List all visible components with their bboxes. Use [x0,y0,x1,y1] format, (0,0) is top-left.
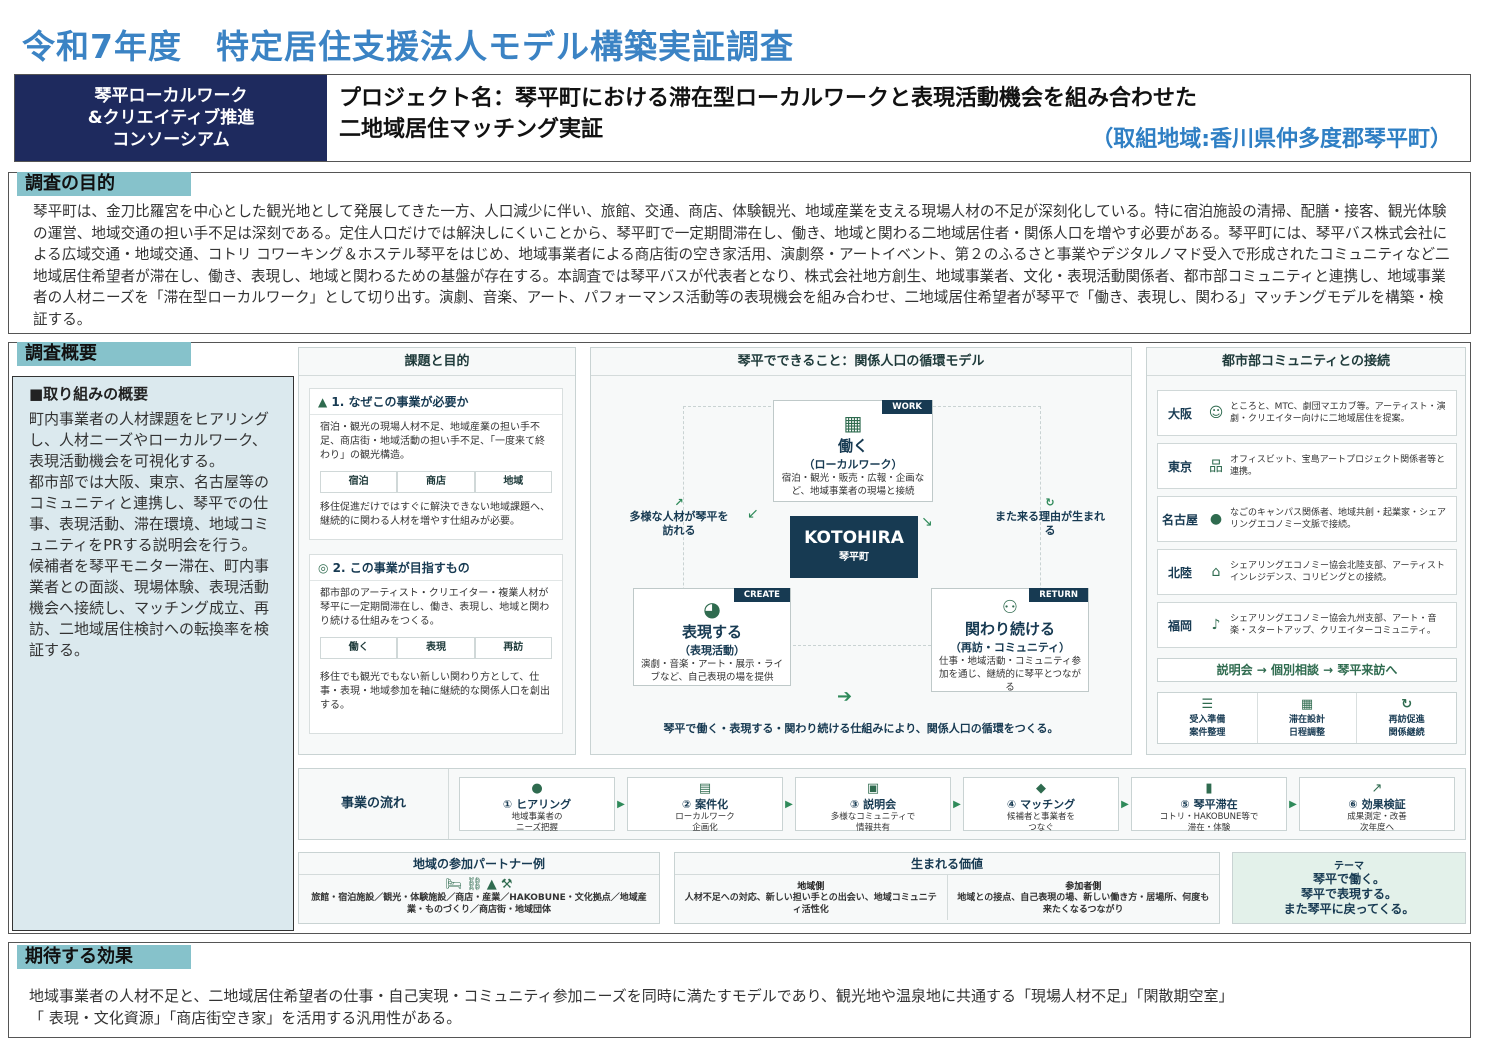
city-osaka: 大阪☺ところと、MTC、劇団マエカブ等。アーティスト・演劇・クリエイター向けに二… [1157,390,1457,436]
effects-text: 地域事業者の人材不足と、二地域居住希望者の仕事・自己実現・コミュニティ参加ニーズ… [29,987,1234,1027]
cities-card: 都市部コミュニティとの接続 大阪☺ところと、MTC、劇団マエカブ等。アーティスト… [1146,347,1466,755]
arrow-up-icon: ↗ [674,496,684,509]
effects-tag: 期待する効果 [17,945,191,969]
purpose-tag: 調査の目的 [17,172,191,196]
project-header: 琴平ローカルワーク &クリエイティブ推進 コンソーシアム プロジェクト名：琴平町… [14,74,1471,162]
project-area: （取組地域:香川県仲多度郡琴平町） [1091,127,1452,152]
cycle-card: 琴平でできること：関係人口の循環モデル WORK ▦ 働く （ローカルワーク） … [590,347,1132,755]
issues-title: 課題と目的 [299,348,575,376]
calendar-icon: ▦ [1300,697,1314,712]
work-node: WORK ▦ 働く （ローカルワーク） 宿泊・観光・販売・広報・企画など、地域事… [773,400,933,502]
arrow-down-right-icon: ↘ [921,514,933,530]
chip-region: 地域 [474,471,552,493]
network-icon: 品 [1209,459,1223,475]
chip-work: 働く [320,637,398,659]
q1-foot: 移住促進だけではすぐに解決できない地域課題へ、継続的に関わる人材を増やす仕組みが… [320,502,550,527]
kotohira-logo: KOTOHIRA 琴平町 [790,516,918,578]
chip-express: 表現 [397,637,475,659]
flow-step-2: ▤② 案件化ローカルワーク 企画化 [627,777,783,833]
mask-icon: ☺ [1208,405,1224,421]
value-participant: 参加者側地域との接点、自己表現の場、新しい働き方・居場所、何度も来たくなるつなが… [957,882,1210,915]
city-flow: 説明会 → 個別相談 → 琴平来訪へ [1157,658,1457,682]
right-note: ↻また来る理由が生まれる [995,496,1105,537]
q1-chips: 宿泊 商店 地域 [320,471,552,493]
summary-heading: ■取り組みの概要 [29,385,149,403]
people-icon: ⚇ [1001,597,1019,618]
flow-steps: ●① ヒアリング地域事業者の ニーズ把握 ▶ ▤② 案件化ローカルワーク 企画化… [459,777,1459,833]
chip-revisit: 再訪 [474,637,552,659]
q2-chips: 働く 表現 再訪 [320,637,552,659]
briefcase-icon: ▦ [843,411,863,435]
effects-section: 期待する効果 地域事業者の人材不足と、二地域居住希望者の仕事・自己実現・コミュニ… [8,942,1471,1038]
house-icon: ⌂ [1211,564,1221,580]
flow-step-1: ●① ヒアリング地域事業者の ニーズ把握 [459,777,615,833]
flow-step-3: ▣③ 説明会多様なコミュニティで 情報共有 [795,777,951,833]
partners-text: 旅館・宿泊施設／観光・体験施設／商店・産業／HAKOBUNE・文化拠点／地域産業… [311,893,647,915]
project-name: プロジェクト名：琴平町における滞在型ローカルワークと表現活動機会を組み合わせた … [339,86,1198,142]
cities-title: 都市部コミュニティとの接続 [1147,348,1465,376]
chip-lodging: 宿泊 [320,471,398,493]
chat-icon: ● [531,781,543,796]
value-title: 生まれる価値 [675,853,1219,875]
issue-q1: ▲ 1. なぜこの事業が必要か 宿泊・観光の現場人材不足、地域産業の担い手不足、… [309,388,563,540]
flow-step-5: ▮⑤ 琴平滞在コトリ・HAKOBUNE等で 滞在・体験 [1131,777,1287,833]
document-icon: ▤ [698,781,712,796]
partners-card: 地域の参加パートナー例 🛏 ⛓ ▲ ⚒ 旅館・宿泊施設／観光・体験施設／商店・産… [298,852,660,924]
return-node: RETURN ⚇ 関わり続ける （再訪・コミュニティ） 仕事・地域活動・コミュニ… [931,588,1089,693]
partners-title: 地域の参加パートナー例 [299,853,659,875]
overview-tag: 調査概要 [17,342,191,366]
warning-icon: ▲ [318,395,332,409]
create-node: CREATE ◕ 表現する （表現活動） 演劇・音楽・アート・展示・ライブなど、… [633,588,791,686]
city-list: 大阪☺ところと、MTC、劇団マエカブ等。アーティスト・演劇・クリエイター向けに二… [1157,390,1457,648]
checklist-icon: ☰ [1201,697,1214,712]
q2-foot: 移住でも観光でもない新しい関わり方として、仕事・表現・地域参加を軸に継続的な関係… [320,672,550,711]
q1-text: 宿泊・観光の現場人材不足、地域産業の担い手不足、商店街・地域活動の担い手不足、「… [320,422,545,461]
presentation-icon: ▣ [866,781,880,796]
arrow-right-icon: ➔ [837,686,853,707]
theme-card: テーマ 琴平で働く。 琴平で表現する。 また琴平に戻ってくる。 [1232,852,1466,924]
purpose-section: 調査の目的 琴平町は、金刀比羅宮を中心とした観光地として発展してきた一方、人口減… [8,172,1471,334]
music-icon: ♪ [1211,617,1221,633]
cycle-icon: ↻ [1401,697,1413,712]
refresh-icon: ↻ [1045,496,1055,509]
left-note: ↗多様な人材が琴平を訪れる [629,496,729,537]
value-card: 生まれる価値 地域側人材不足への対応、新しい担い手との出会い、地域コミュニティ活… [674,852,1220,924]
bulb-icon: ● [1209,511,1223,527]
palette-icon: ◕ [703,597,721,621]
arrow-down-left-icon: ↙ [747,506,759,522]
cycle-title: 琴平でできること：関係人口の循環モデル [591,348,1131,376]
chart-icon: ↗ [1371,781,1383,796]
value-local: 地域側人材不足への対応、新しい担い手との出会い、地域コミュニティ活性化 [675,875,948,920]
summary-body: 町内事業者の人材課題をヒアリングし、人材ニーズやローカルワーク、表現活動機会を可… [29,410,270,659]
city-nagoya: 名古屋●なごのキャンパス関係者、地域共創・起業家・シェアリングエコノミー文脈で接… [1157,496,1457,542]
issue-q2: ◎ 2. この事業が目指すもの 都市部のアーティスト・クリエイター・複業人材が琴… [309,554,563,734]
cycle-bottom: 琴平で働く・表現する・関わり続ける仕組みにより、関係人口の循環をつくる。 [663,722,1059,735]
q2-text: 都市部のアーティスト・クリエイター・複業人材が琴平に一定期間滞在し、働き、表現し… [320,588,550,627]
purpose-text: 琴平町は、金刀比羅宮を中心とした観光地として発展してきた一方、人口減少に伴い、旅… [33,203,1450,328]
city-hokuriku: 北陸⌂シェアリングエコノミー協会北陸支部、アーティストインレジデンス、コリビング… [1157,549,1457,595]
page-title: 令和7年度 特定居住支援法人モデル構築実証調査 [22,27,794,66]
flow-step-6: ↗⑥ 効果検証成果測定・改善 次年度へ [1299,777,1455,833]
overview-section: 調査概要 [8,342,1471,934]
city-fukuoka: 福岡♪シェアリングエコノミー協会九州支部、アート・音楽・スタートアップ、クリエイ… [1157,602,1457,648]
handshake-icon: ◆ [1036,781,1046,796]
city-steps: ☰受入準備 案件整理 ▦滞在設計 日程調整 ↻再訪促進 関係継続 [1157,692,1457,744]
chip-shop: 商店 [397,471,475,493]
flow-section: 事業の流れ ●① ヒアリング地域事業者の ニーズ把握 ▶ ▤② 案件化ローカルワ… [298,768,1466,840]
issues-card: 課題と目的 ▲ 1. なぜこの事業が必要か 宿泊・観光の現場人材不足、地域産業の… [298,347,576,755]
city-tokyo: 東京品オフィスビット、宝島アートプロジェクト関係者等と連携。 [1157,443,1457,489]
partner-icons: 🛏 ⛓ ▲ ⚒ [445,877,513,892]
consortium-name: 琴平ローカルワーク &クリエイティブ推進 コンソーシアム [15,75,327,161]
target-icon: ◎ [318,561,333,575]
luggage-icon: ▮ [1205,781,1213,796]
overview-summary: ■取り組みの概要 町内事業者の人材課題をヒアリングし、人材ニーズやローカルワーク… [12,376,294,931]
flow-step-4: ◆④ マッチング候補者と事業者を つなぐ [963,777,1119,833]
flow-title: 事業の流れ [299,769,449,839]
